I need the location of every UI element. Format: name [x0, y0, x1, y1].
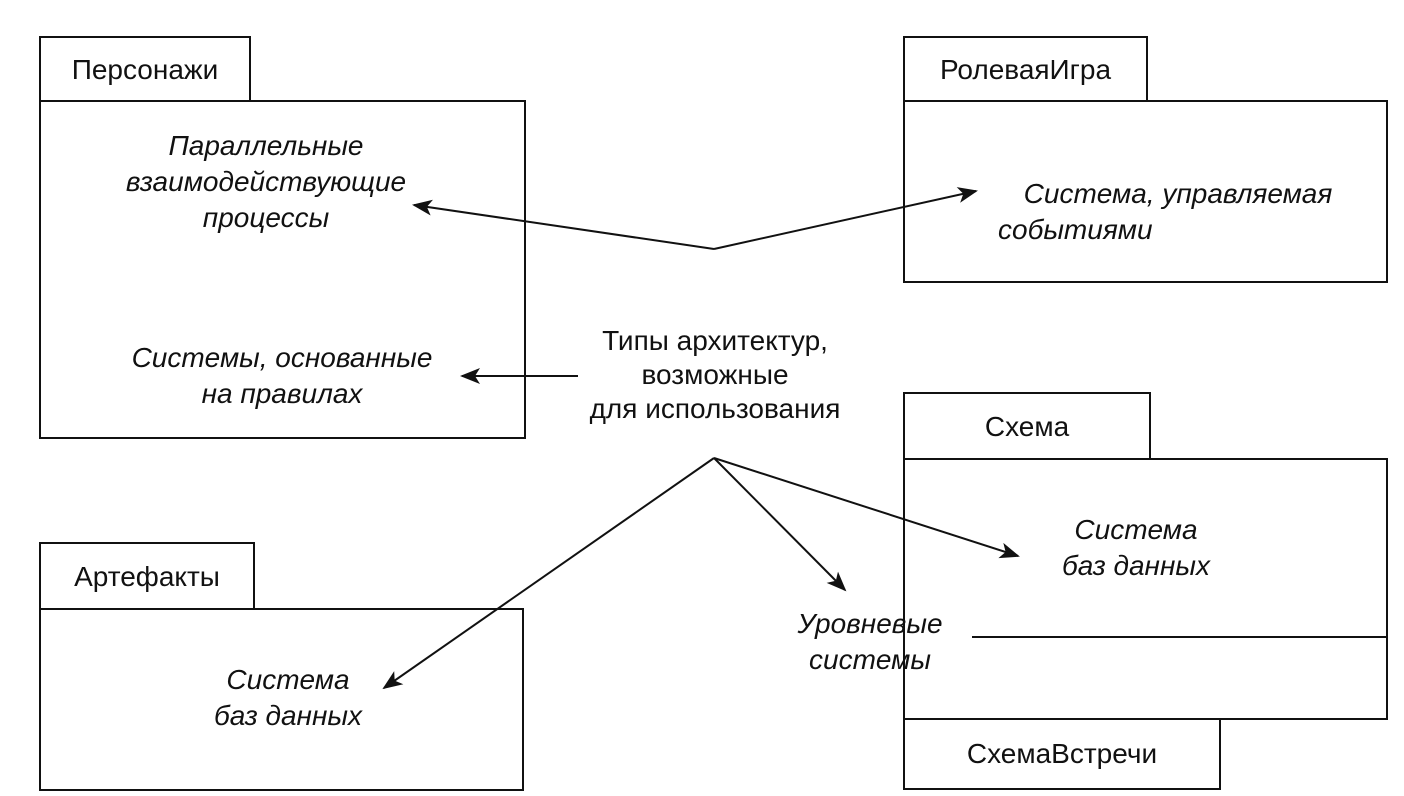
package-tab-personazhi: Персонажи: [39, 36, 251, 102]
label-line: Система: [226, 664, 350, 695]
label-line: на правилах: [201, 378, 363, 409]
package-name-rolevaya-igra: РолеваяИгра: [939, 54, 1112, 85]
label-line: Система: [1074, 514, 1198, 545]
label-line: Параллельные: [168, 130, 364, 161]
package-name-skhema-vstrechi: СхемаВстречи: [966, 738, 1158, 769]
label-line: событиями: [998, 214, 1153, 245]
center-line: Типы архитектур,: [602, 325, 828, 356]
label-line: взаимодействующие: [125, 166, 407, 197]
label-database-skhema: Система баз данных: [1016, 512, 1256, 584]
arrow-to-parallel: [412, 199, 715, 250]
label-line: баз данных: [1062, 550, 1210, 581]
label-database-artefakty: Система баз данных: [168, 662, 408, 734]
label-rule-based: Системы, основанные на правилах: [82, 340, 482, 412]
label-parallel-processes: Параллельные взаимодействующие процессы: [56, 128, 476, 236]
package-name-personazhi: Персонажи: [71, 54, 219, 85]
center-line: для использования: [589, 393, 841, 424]
package-tab-skhema: Схема: [903, 392, 1151, 460]
label-line: Уровневые: [797, 608, 943, 639]
package-body-artefakty: [39, 608, 524, 791]
label-line: системы: [809, 644, 931, 675]
arrow-to-layered: [713, 457, 847, 592]
skhema-separator: [972, 636, 1388, 638]
package-name-artefakty: Артефакты: [74, 561, 220, 592]
center-label: Типы архитектур, возможные для использов…: [560, 324, 870, 426]
arrow-to-database-skhema: [713, 457, 1020, 559]
package-tab-rolevaya-igra: РолеваяИгра: [903, 36, 1148, 102]
package-name-skhema: Схема: [984, 411, 1070, 442]
package-body-personazhi: [39, 100, 526, 439]
label-line: процессы: [202, 202, 330, 233]
center-line: возможные: [641, 359, 789, 390]
label-layered: Уровневые системы: [770, 606, 970, 678]
arrow-to-event-driven: [713, 187, 978, 250]
package-body-skhema: [903, 458, 1388, 720]
package-tab-artefakty: Артефакты: [39, 542, 255, 610]
label-event-driven: Система, управляемая событиями: [968, 176, 1388, 248]
package-body-rolevaya-igra: [903, 100, 1388, 283]
label-line: Системы, основанные: [131, 342, 433, 373]
arrow-to-database-artefakty: [382, 457, 715, 690]
label-line: Система, управляемая: [1023, 178, 1333, 209]
label-line: баз данных: [214, 700, 362, 731]
package-tab-skhema-vstrechi: СхемаВстречи: [903, 718, 1221, 790]
